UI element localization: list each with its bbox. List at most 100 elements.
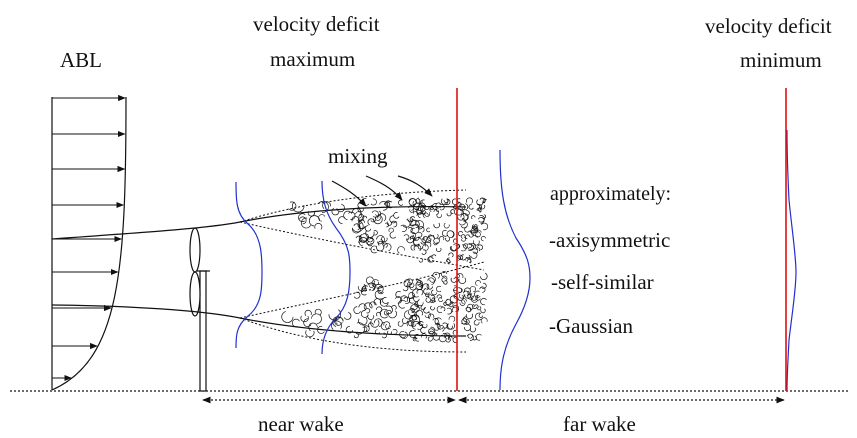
- eddy: [412, 288, 420, 298]
- eddy: [439, 204, 445, 211]
- eddy: [322, 201, 331, 209]
- eddy: [351, 220, 364, 233]
- eddy: [359, 235, 368, 243]
- eddy: [429, 276, 436, 283]
- eddy: [331, 207, 340, 216]
- eddy: [424, 241, 432, 248]
- eddy: [420, 204, 426, 212]
- eddy: [429, 205, 434, 211]
- eddy: [361, 233, 369, 242]
- eddy: [470, 251, 478, 259]
- eddy: [298, 213, 306, 222]
- eddy: [443, 222, 450, 229]
- eddy: [377, 285, 384, 293]
- eddy: [308, 215, 321, 227]
- eddy: [427, 277, 435, 285]
- eddy: [474, 290, 481, 298]
- eddy: [474, 229, 482, 237]
- eddy: [388, 227, 394, 233]
- eddy: [436, 285, 442, 293]
- eddy: [392, 328, 398, 335]
- eddy: [481, 197, 486, 203]
- eddy: [447, 323, 456, 330]
- eddy: [355, 235, 363, 243]
- eddy: [480, 236, 486, 242]
- eddy: [434, 317, 442, 326]
- eddy: [358, 237, 368, 247]
- eddy: [360, 288, 367, 296]
- eddy: [464, 226, 471, 233]
- eddy: [475, 247, 481, 252]
- eddy: [420, 209, 427, 215]
- profile-far: [499, 149, 531, 391]
- eddy: [409, 232, 417, 239]
- mixing-arrows: [331, 175, 433, 207]
- wake-upper-boundary: [51, 205, 467, 240]
- eddy: [363, 302, 373, 311]
- turbine-blade-lower: [189, 271, 201, 317]
- eddy: [426, 227, 431, 233]
- eddy: [408, 205, 414, 211]
- near-wake-label: near wake: [258, 412, 344, 436]
- eddy: [465, 306, 471, 313]
- eddy: [415, 309, 423, 316]
- eddy: [466, 259, 472, 264]
- eddy: [460, 220, 468, 229]
- eddy: [472, 335, 477, 341]
- eddy: [414, 334, 419, 340]
- eddy: [427, 336, 433, 342]
- eddy: [311, 313, 322, 325]
- eddy: [447, 335, 453, 341]
- eddy: [460, 234, 466, 239]
- eddy: [360, 310, 369, 318]
- eddy: [407, 227, 413, 233]
- eddy: [469, 327, 476, 333]
- eddy: [436, 322, 444, 330]
- eddy: [463, 290, 469, 296]
- eddy: [442, 333, 447, 338]
- eddy: [435, 206, 441, 212]
- eddy: [428, 330, 435, 338]
- eddy: [480, 298, 487, 306]
- eddy: [449, 302, 454, 308]
- axisymmetric-label: -axisymmetric: [549, 228, 671, 252]
- velocity-profile-arrows-icon: [52, 94, 126, 382]
- eddy: [398, 299, 407, 309]
- eddy: [460, 213, 469, 221]
- eddy: [473, 224, 478, 229]
- eddy: [448, 315, 456, 322]
- eddy: [439, 334, 447, 343]
- eddy: [389, 215, 397, 224]
- eddy: [439, 236, 445, 241]
- eddy: [281, 311, 294, 323]
- eddy: [424, 311, 431, 319]
- eddy: [363, 325, 370, 332]
- eddy: [467, 334, 473, 339]
- eddy: [369, 238, 375, 244]
- eddy: [458, 231, 464, 237]
- eddy: [373, 298, 382, 306]
- eddy: [400, 295, 409, 303]
- eddy: [376, 244, 385, 252]
- eddy: [387, 330, 392, 335]
- eddy: [459, 300, 466, 306]
- eddy: [467, 293, 474, 300]
- eddy: [472, 303, 478, 309]
- eddy: [351, 207, 362, 217]
- eddy: [367, 218, 375, 226]
- eddy: [386, 305, 393, 315]
- eddy: [428, 235, 435, 241]
- eddy: [358, 219, 365, 225]
- eddy: [463, 323, 472, 331]
- eddy: [417, 244, 424, 250]
- eddy: [415, 198, 421, 204]
- eddy: [457, 202, 462, 207]
- eddy: [433, 237, 440, 244]
- eddy: [353, 333, 359, 339]
- eddy: [464, 287, 471, 294]
- eddy: [353, 223, 361, 231]
- velocity-deficit-maximum-line1: velocity deficit: [253, 12, 380, 36]
- eddy: [412, 200, 420, 208]
- eddy: [328, 309, 342, 321]
- eddy: [458, 287, 463, 293]
